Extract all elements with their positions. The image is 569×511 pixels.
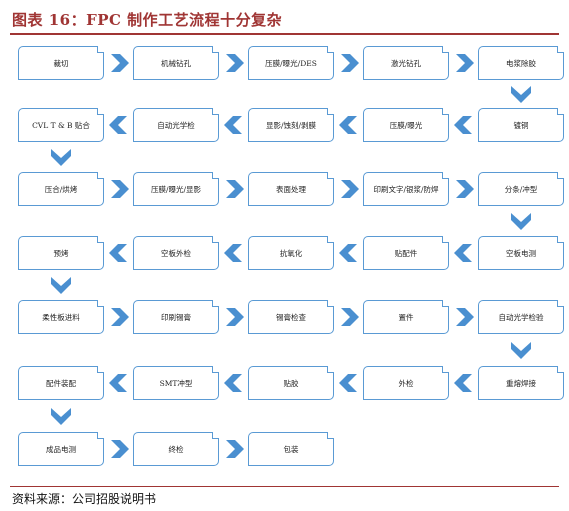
process-step-box: 空板外检	[133, 236, 219, 270]
flow-arrow-right-icon	[455, 180, 474, 198]
flow-arrow-left-icon	[338, 374, 357, 392]
process-step-box: 裁切	[18, 46, 104, 80]
flow-arrow-right-icon	[110, 440, 129, 458]
flow-arrow-down-icon	[511, 342, 531, 359]
process-step-box: 预烤	[18, 236, 104, 270]
flow-arrow-right-icon	[455, 308, 474, 326]
process-step-box: 包装	[248, 432, 334, 466]
flow-arrow-left-icon	[108, 244, 127, 262]
process-step-box: 锡膏检查	[248, 300, 334, 334]
flow-arrow-left-icon	[223, 244, 242, 262]
source-note: 资料来源：公司招股说明书	[12, 492, 157, 506]
process-step-box: 印刷文字/银浆/防焊	[363, 172, 449, 206]
flow-arrow-right-icon	[225, 440, 244, 458]
flow-arrow-left-icon	[108, 374, 127, 392]
flow-arrow-right-icon	[455, 54, 474, 72]
process-step-box: 分条/冲型	[478, 172, 564, 206]
process-step-box: 显影/蚀刻/剥膜	[248, 108, 334, 142]
flow-arrow-right-icon	[225, 54, 244, 72]
process-step-box: 机械钻孔	[133, 46, 219, 80]
flow-arrow-right-icon	[225, 180, 244, 198]
process-step-box: 终检	[133, 432, 219, 466]
process-step-box: 空板电测	[478, 236, 564, 270]
flow-arrow-left-icon	[223, 116, 242, 134]
process-step-box: 成品电测	[18, 432, 104, 466]
process-step-box: 置件	[363, 300, 449, 334]
flow-arrow-right-icon	[110, 308, 129, 326]
flow-arrow-left-icon	[108, 116, 127, 134]
process-step-box: 表面处理	[248, 172, 334, 206]
flow-arrow-down-icon	[511, 213, 531, 230]
process-step-box: 镀铜	[478, 108, 564, 142]
flow-arrow-left-icon	[453, 244, 472, 262]
flow-arrow-down-icon	[51, 149, 71, 166]
process-step-box: 外检	[363, 366, 449, 400]
process-step-box: 贴配件	[363, 236, 449, 270]
process-step-box: 印刷锡膏	[133, 300, 219, 334]
flow-arrow-down-icon	[51, 277, 71, 294]
process-step-box: 压膜/曝光	[363, 108, 449, 142]
process-step-box: CVL T & B 贴合	[18, 108, 104, 142]
process-step-box: 激光钻孔	[363, 46, 449, 80]
flow-arrow-left-icon	[223, 374, 242, 392]
process-step-box: 柔性板进料	[18, 300, 104, 334]
flow-arrow-left-icon	[453, 116, 472, 134]
flow-arrow-left-icon	[338, 116, 357, 134]
flow-arrow-right-icon	[340, 308, 359, 326]
process-step-box: 重熔焊接	[478, 366, 564, 400]
process-step-box: 压膜/曝光/DES	[248, 46, 334, 80]
flow-arrow-left-icon	[453, 374, 472, 392]
figure-title: 图表 16：FPC 制作工艺流程十分复杂	[12, 11, 283, 29]
process-step-box: 压膜/曝光/显影	[133, 172, 219, 206]
flow-arrow-down-icon	[51, 408, 71, 425]
flow-arrow-left-icon	[338, 244, 357, 262]
flow-arrow-right-icon	[225, 308, 244, 326]
process-step-box: 电浆除胶	[478, 46, 564, 80]
process-step-box: 贴胶	[248, 366, 334, 400]
flow-arrow-right-icon	[110, 180, 129, 198]
flow-arrow-down-icon	[511, 86, 531, 103]
process-step-box: 压合/烘烤	[18, 172, 104, 206]
process-step-box: 自动光学检	[133, 108, 219, 142]
process-step-box: 配件装配	[18, 366, 104, 400]
source-rule	[10, 486, 559, 487]
process-step-box: 抗氧化	[248, 236, 334, 270]
flow-arrow-right-icon	[340, 180, 359, 198]
flow-arrow-right-icon	[110, 54, 129, 72]
flow-arrow-right-icon	[340, 54, 359, 72]
process-step-box: 自动光学检验	[478, 300, 564, 334]
process-step-box: SMT冲型	[133, 366, 219, 400]
title-underline	[10, 33, 559, 35]
